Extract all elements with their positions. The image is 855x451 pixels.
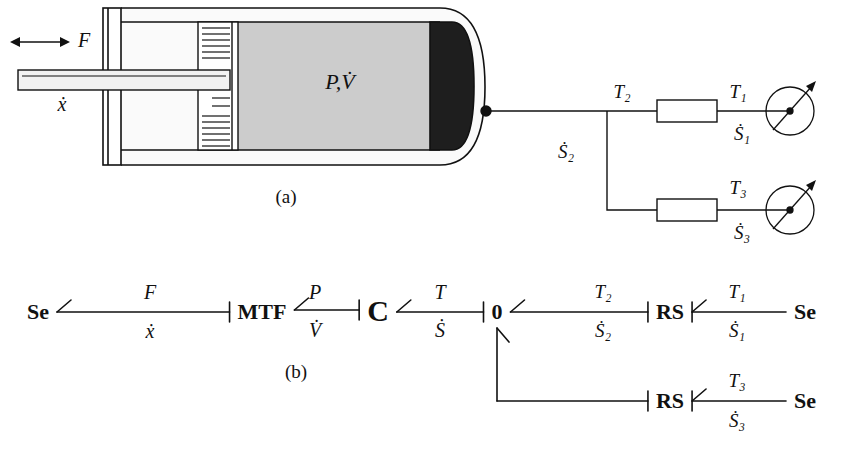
element-name: RS: [656, 388, 684, 413]
heat-source-symbol: [766, 81, 816, 234]
variable-label: F: [144, 281, 156, 303]
variable-label: Ṡ₃: [734, 223, 750, 244]
bond-graph-element: MTF: [235, 299, 290, 325]
variable-label: Ṡ: [435, 319, 445, 341]
variable-label: T₁: [729, 82, 746, 103]
variable-label: T₂: [594, 282, 611, 303]
variable-label: Ṡ₁: [729, 321, 745, 342]
variable-label: Ṡ₃: [729, 411, 745, 432]
power-bond: [397, 300, 484, 322]
element-name: C: [367, 294, 389, 327]
heat-conduction-lines: [481, 100, 790, 221]
bond-graph-element: 0: [489, 299, 506, 325]
power-bond: [294, 298, 359, 320]
element-name: Se: [27, 299, 49, 324]
variable-label: P: [309, 281, 321, 303]
element-name: RS: [656, 299, 684, 324]
power-bond: [57, 300, 230, 322]
bond-graph-element: Se: [791, 388, 819, 414]
bond-graph-element: Se: [791, 299, 819, 325]
variable-label: T₁: [728, 282, 745, 303]
variable-label: T: [434, 281, 445, 303]
power-bond: [692, 389, 786, 411]
variable-label: F: [78, 29, 90, 51]
variable-label: T₂: [613, 82, 630, 103]
variable-label: T₃: [728, 371, 745, 392]
power-bond: [497, 328, 648, 411]
variable-label: V̇: [309, 319, 321, 341]
variable-label: (b): [285, 362, 307, 383]
element-name: MTF: [238, 299, 287, 324]
variable-label: T₃: [729, 178, 746, 199]
bond-graph-element: RS: [653, 299, 687, 325]
force-arrow: [10, 37, 70, 47]
element-name: Se: [794, 299, 816, 324]
bond-graph-element: Se: [24, 299, 52, 325]
variable-label: P,V̇: [325, 70, 355, 94]
variable-label: Ṡ₂: [595, 321, 611, 342]
variable-label: ẋ: [58, 93, 67, 115]
element-name: 0: [492, 299, 503, 324]
variable-label: (a): [275, 187, 296, 208]
power-bond: [692, 300, 786, 322]
piston-rod: [18, 70, 230, 90]
element-name: Se: [794, 388, 816, 413]
variable-label: ẋ: [146, 320, 155, 342]
power-bond: [511, 300, 648, 322]
bond-graph-element: C: [364, 293, 392, 328]
variable-label: Ṡ₂: [558, 142, 574, 163]
bond-graph-element: RS: [653, 388, 687, 414]
variable-label: Ṡ₁: [734, 124, 750, 145]
